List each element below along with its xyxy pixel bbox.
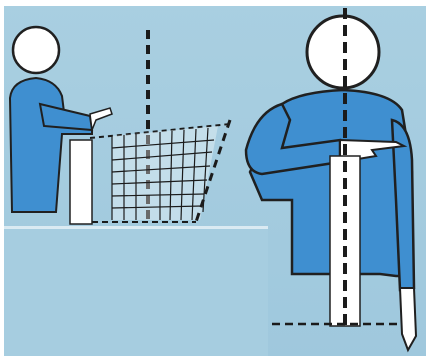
left-border (0, 0, 4, 362)
small-referee-stand (70, 140, 92, 224)
bottom-border (0, 356, 430, 362)
top-border (0, 0, 430, 6)
panel-divider (4, 226, 268, 229)
lower-left-panel (4, 228, 268, 356)
right-border (426, 0, 430, 362)
small-referee-head (13, 27, 59, 73)
